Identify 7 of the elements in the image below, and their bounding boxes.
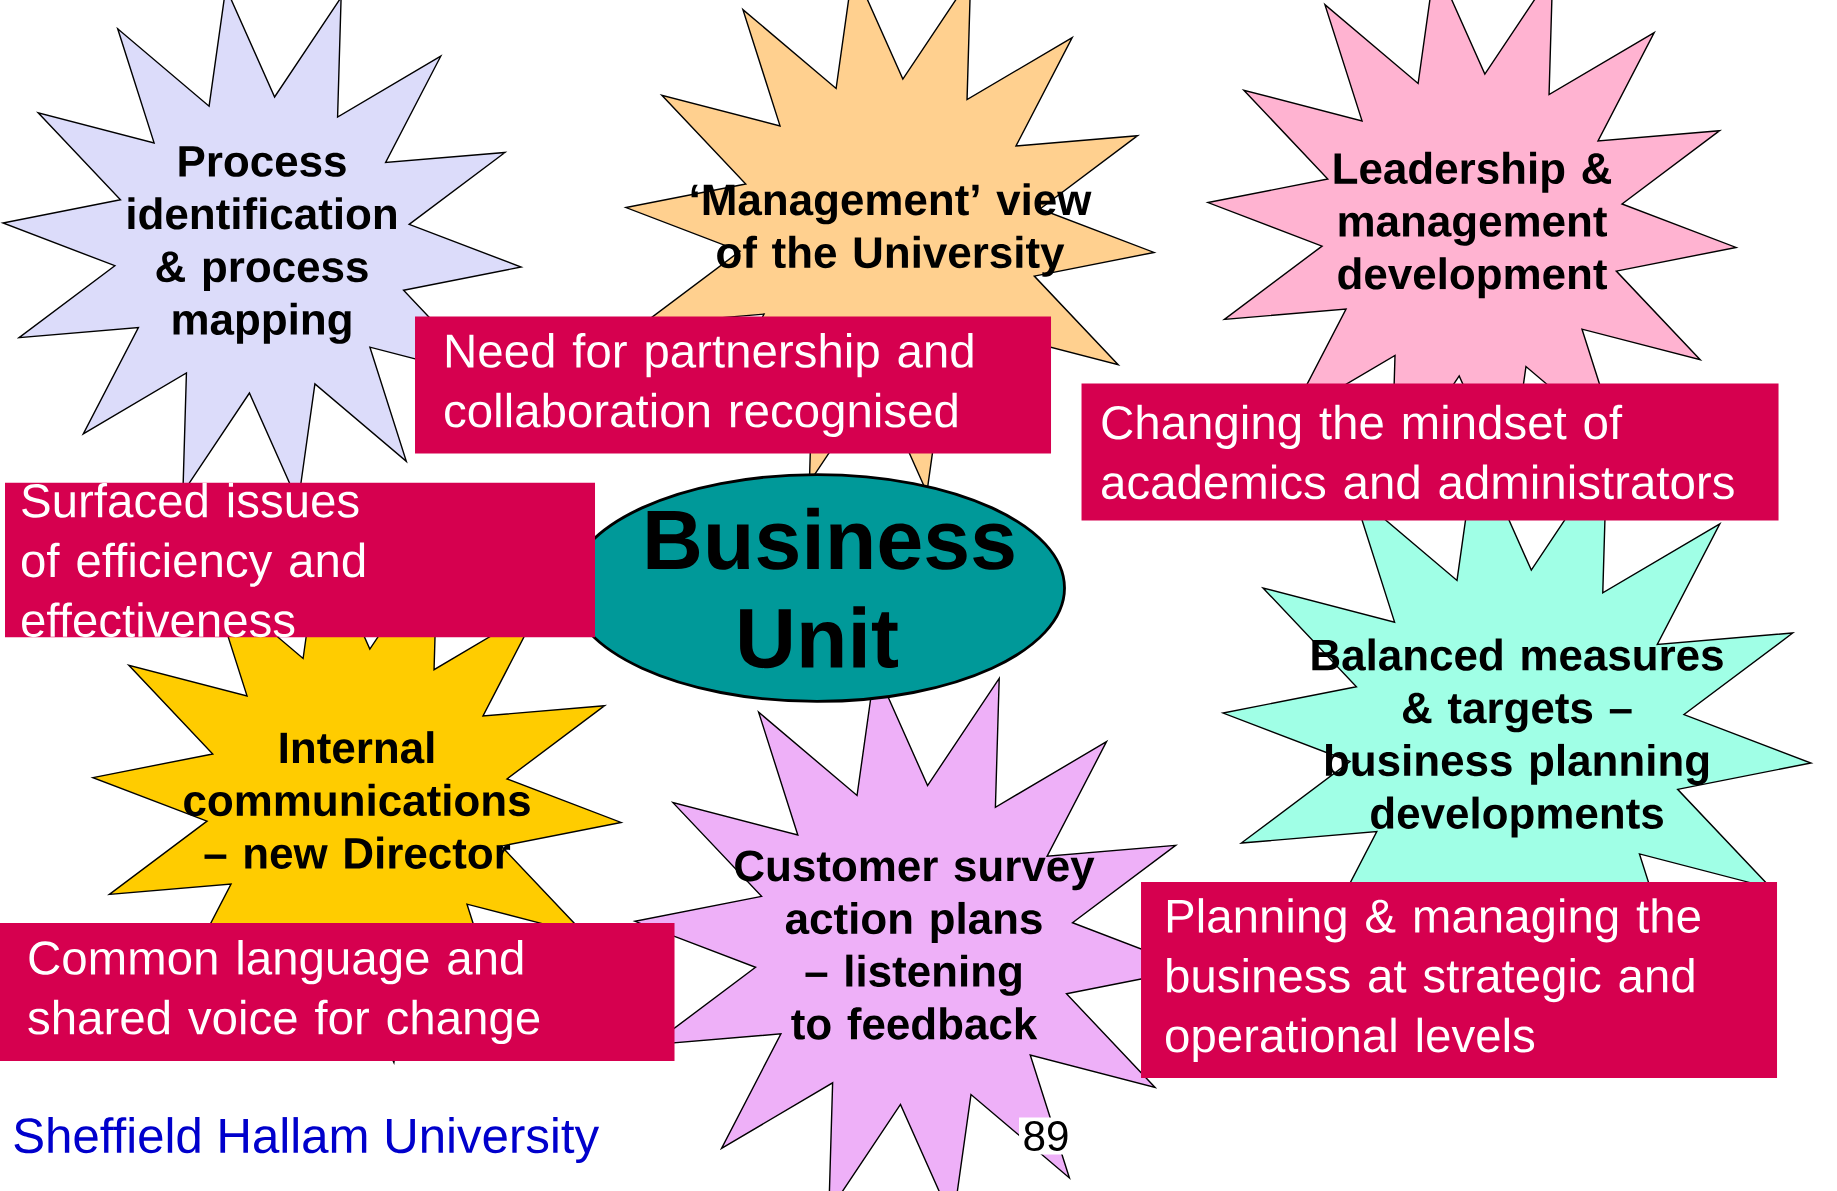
page-number: 89 [1019, 1117, 1073, 1155]
text-box: Changing the mindset of academics and administrators [1081, 383, 1779, 521]
footer-text: Sheffield Hallam University [8, 1113, 603, 1167]
text-box: Common language and shared voice for change [0, 923, 675, 1061]
text-box: Planning & managing the business at strategic and operational levels [1141, 882, 1778, 1079]
text-box: Surfaced issues of efficiency and effectiveness [5, 482, 595, 638]
text-box: Need for partnership and collaboration recognised [415, 316, 1051, 454]
